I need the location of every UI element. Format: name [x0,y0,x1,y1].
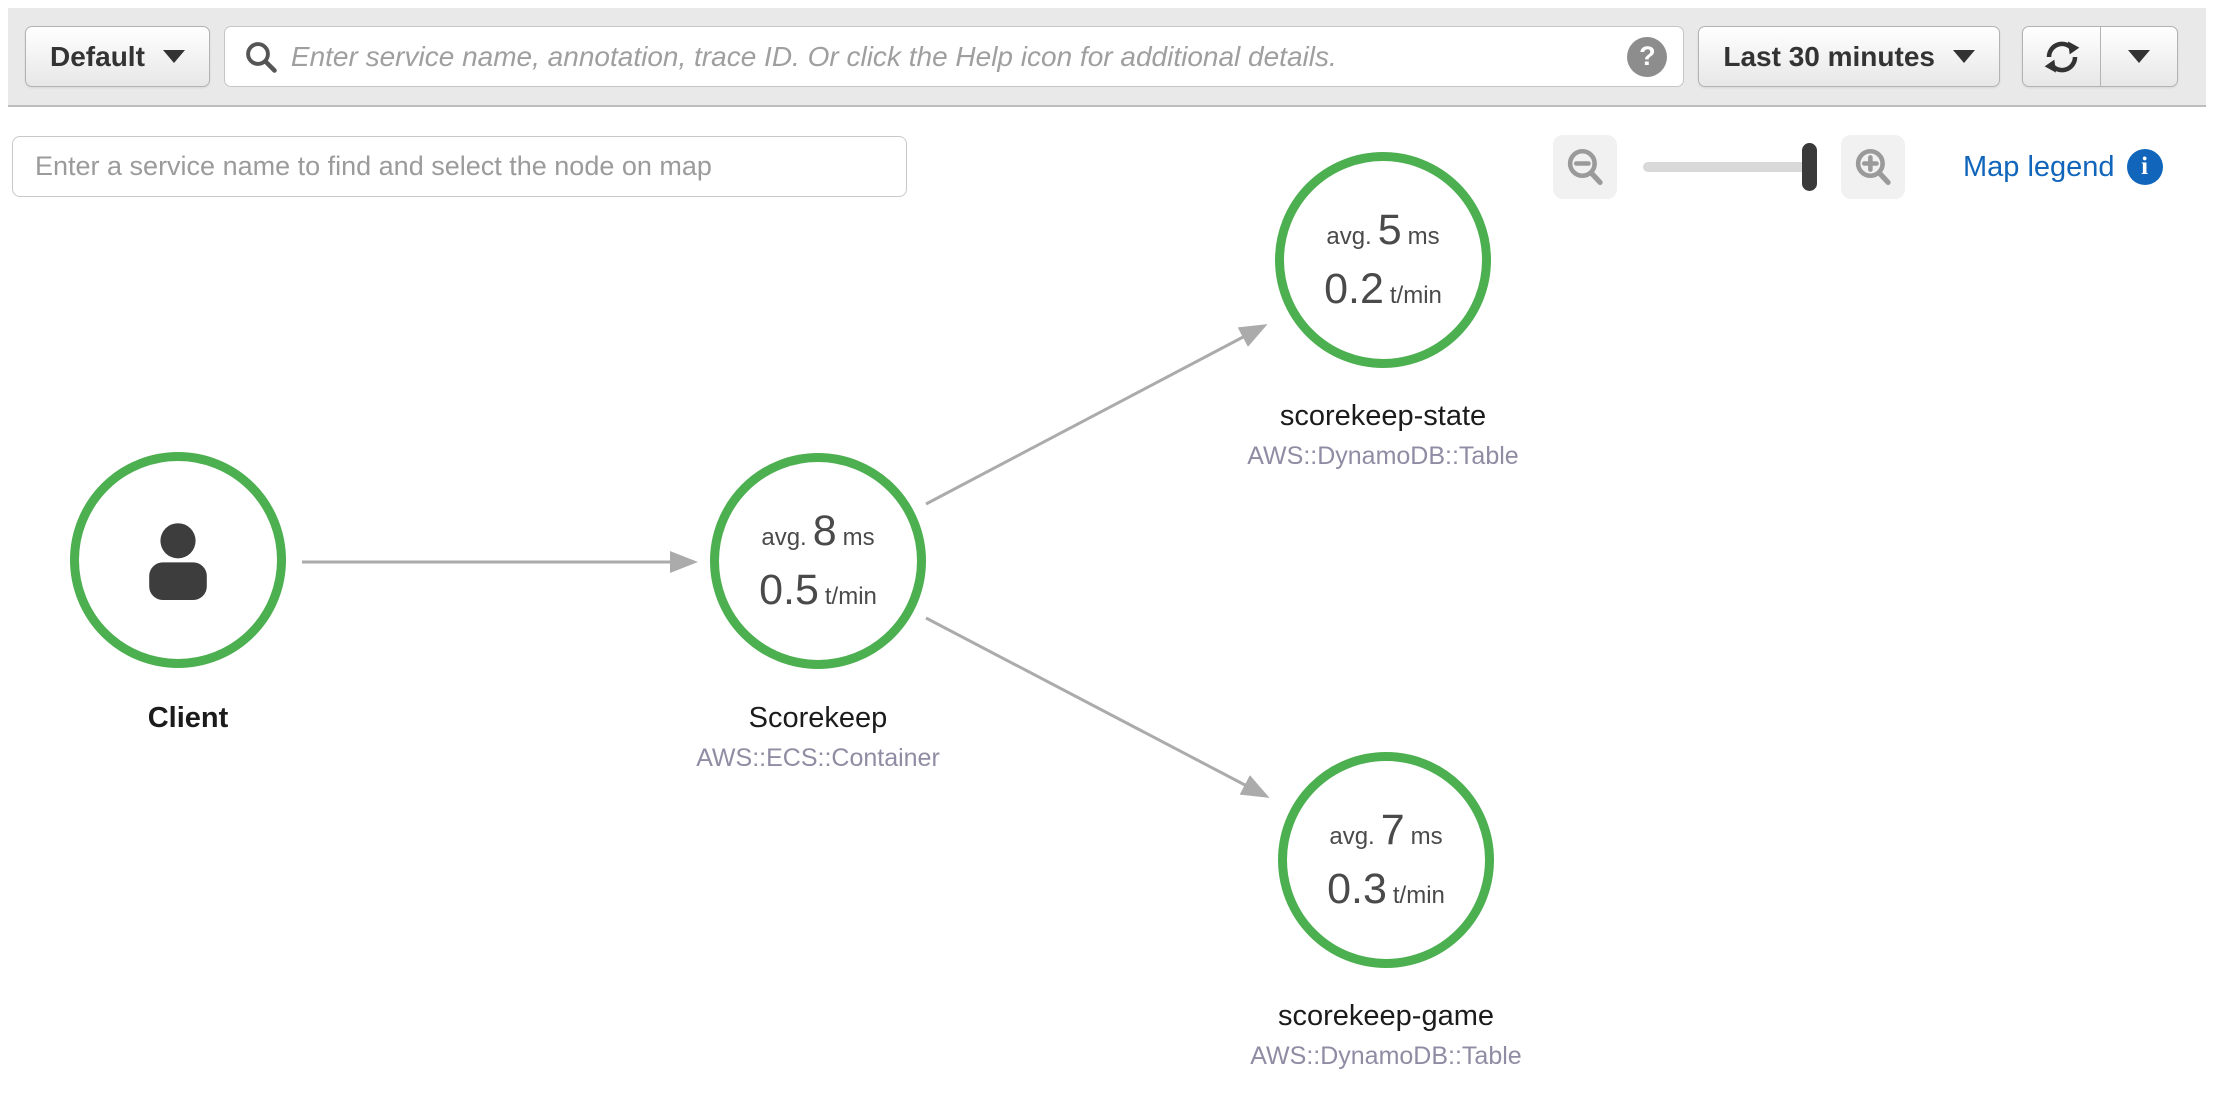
node-name: scorekeep-game [1278,1000,1494,1032]
time-range-button[interactable]: Last 30 minutes [1698,26,2000,87]
node-name: scorekeep-state [1279,400,1487,432]
latency-stat: avg. 8 ms [761,507,874,556]
avg-prefix: avg. [1329,823,1375,850]
avg-unit: ms [1407,223,1440,250]
rate-unit: t/min [1389,282,1442,309]
node-caption-scorekeep-game: scorekeep-game AWS::DynamoDB::Table [1156,1000,1616,1071]
zoom-slider[interactable] [1643,143,1817,191]
zoom-in-button[interactable] [1841,135,1905,199]
help-icon[interactable]: ? [1627,36,1668,77]
info-icon[interactable]: i [2126,149,2163,185]
zoom-out-button[interactable] [1553,135,1617,199]
node-caption-scorekeep-state: scorekeep-state AWS::DynamoDB::Table [1153,400,1613,471]
node-name: Client [147,702,229,734]
refresh-button[interactable] [2023,27,2100,86]
chevron-down-icon [162,50,185,63]
rate-stat: 0.3 t/min [1327,865,1445,914]
node-type: AWS::DynamoDB::Table [1250,1042,1522,1070]
avg-prefix: avg. [761,524,807,551]
service-node-client[interactable] [70,452,286,668]
service-node-scorekeep[interactable]: avg. 8 ms 0.5 t/min [710,453,926,669]
avg-unit: ms [1410,823,1443,850]
avg-value: 5 [1377,206,1402,254]
zoom-slider-handle[interactable] [1802,143,1817,191]
filter-toolbar: Default ? Last 30 minutes [8,8,2206,107]
find-node-input[interactable] [12,136,907,197]
avg-prefix: avg. [1326,223,1372,250]
magnifier-minus-icon [1567,148,1603,186]
trace-search-input[interactable] [290,40,1616,73]
map-legend-label: Map legend [1963,150,2115,183]
map-zoom-controls: Map legend i [1553,134,2163,200]
rate-value: 0.5 [759,566,819,614]
refresh-split-button [2022,26,2178,87]
service-node-scorekeep-game[interactable]: avg. 7 ms 0.3 t/min [1278,752,1494,968]
time-range-label: Last 30 minutes [1723,40,1935,72]
avg-value: 7 [1380,806,1405,854]
magnifier-plus-icon [1855,148,1891,186]
node-caption-client: Client [0,702,418,735]
rate-stat: 0.2 t/min [1324,265,1442,314]
refresh-icon [2042,37,2082,77]
chevron-down-icon [2128,50,2150,63]
node-name: Scorekeep [748,702,888,734]
chevron-down-icon [1953,50,1975,63]
avg-value: 8 [812,507,837,555]
rate-unit: t/min [1392,882,1445,909]
rate-value: 0.2 [1324,265,1384,313]
latency-stat: avg. 7 ms [1329,806,1442,855]
person-icon [130,512,226,608]
rate-value: 0.3 [1327,865,1387,913]
node-type: AWS::ECS::Container [696,744,940,772]
refresh-options-button[interactable] [2100,27,2177,86]
map-legend-link[interactable]: Map legend i [1963,149,2163,185]
avg-unit: ms [842,524,875,551]
search-icon [243,39,279,75]
latency-stat: avg. 5 ms [1326,206,1439,255]
rate-stat: 0.5 t/min [759,566,877,615]
service-node-scorekeep-state[interactable]: avg. 5 ms 0.2 t/min [1275,152,1491,368]
node-type: AWS::DynamoDB::Table [1247,442,1519,470]
node-caption-scorekeep: Scorekeep AWS::ECS::Container [588,702,1048,773]
group-selector-button[interactable]: Default [25,26,210,87]
rate-unit: t/min [824,583,877,610]
group-selector-label: Default [50,40,145,72]
trace-search-box: ? [223,26,1685,87]
